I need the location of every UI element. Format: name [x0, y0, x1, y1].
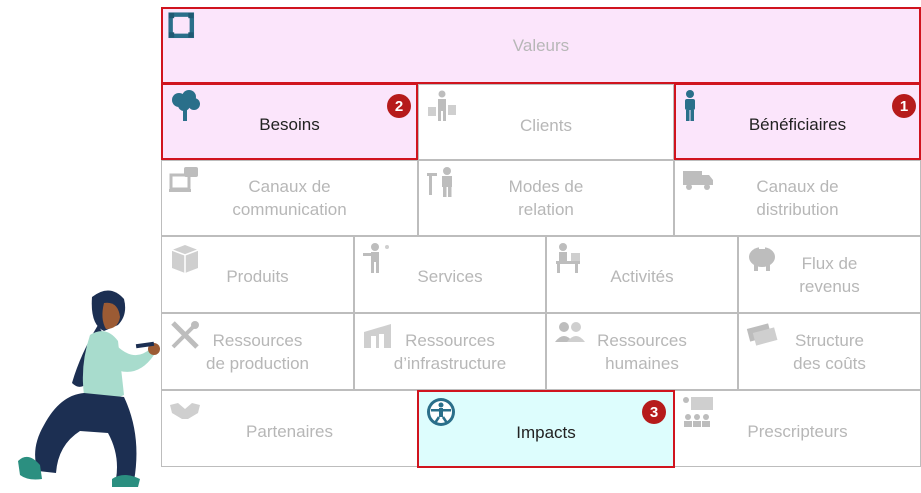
ressources-humaines-line2: humaines [605, 353, 679, 373]
cell-canaux-communication[interactable]: Canaux de communication [161, 160, 418, 236]
canaux-communication-line1: Canaux de [248, 177, 331, 196]
cell-impacts[interactable]: Impacts 3 [417, 390, 675, 468]
cell-structure-couts[interactable]: Structure des coûts [738, 313, 921, 390]
canaux-distribution-line2: distribution [756, 200, 839, 219]
building-icon [364, 324, 391, 348]
canaux-distribution-line1: Canaux de [756, 177, 839, 196]
people-icon [555, 322, 585, 342]
cell-partenaires[interactable]: Partenaires [161, 390, 418, 467]
activites-label: Activités [610, 267, 674, 286]
ressources-infrastructure-line2: d’infrastructure [393, 353, 507, 373]
modes-relation-line2: relation [518, 200, 574, 219]
cell-ressources-humaines[interactable]: Ressources humaines [546, 313, 738, 390]
ressources-production-line2: de production [205, 353, 310, 373]
cell-services[interactable]: Services [354, 236, 546, 313]
kneeling-woman-illustration [18, 290, 160, 487]
services-label: Services [417, 267, 483, 286]
cell-prescripteurs[interactable]: Prescripteurs [674, 390, 921, 467]
modes-relation-line1: Modes de [508, 177, 584, 196]
structure-couts-line2: des coûts [793, 353, 866, 373]
ressources-infrastructure-line1: Ressources [405, 330, 495, 350]
prescripteurs-label: Prescripteurs [747, 422, 848, 441]
ressources-production-line1: Ressources [212, 330, 303, 350]
cell-ressources-production[interactable]: Ressources de production [161, 313, 354, 390]
server-person-icon [363, 243, 389, 273]
cell-flux-revenus[interactable]: Flux de revenus [738, 236, 921, 313]
people-relation-icon [427, 167, 452, 197]
cell-canaux-distribution[interactable]: Canaux de distribution [674, 160, 921, 236]
cell-valeurs[interactable]: Valeurs [161, 7, 921, 84]
tools-icon [171, 321, 199, 349]
cell-beneficiaires[interactable]: Bénéficiaires 1 [674, 83, 921, 160]
handshake-icon [170, 403, 200, 419]
produits-label: Produits [226, 267, 289, 286]
piggy-bank-icon [749, 247, 775, 271]
beneficiaires-label: Bénéficiaires [748, 115, 847, 134]
chat-screen-icon [169, 167, 198, 192]
money-icon [746, 323, 778, 346]
badge-3: 3 [642, 400, 666, 424]
cell-ressources-infrastructure[interactable]: Ressources d’infrastructure [354, 313, 546, 390]
presentation-icon [683, 397, 713, 427]
impacts-label: Impacts [516, 422, 576, 442]
vitruvian-icon [427, 398, 455, 426]
besoins-label: Besoins [259, 115, 320, 134]
badge-1: 1 [892, 94, 916, 118]
box-icon [171, 245, 199, 273]
cell-modes-relation[interactable]: Modes de relation [418, 160, 674, 236]
truck-icon [683, 171, 713, 190]
clients-label: Clients [520, 115, 572, 135]
badge-2: 2 [387, 94, 411, 118]
shopper-icon [428, 90, 456, 121]
cell-besoins[interactable]: Besoins 2 [161, 83, 418, 160]
partenaires-label: Partenaires [246, 422, 333, 441]
valeurs-label: Valeurs [512, 36, 570, 55]
desk-worker-icon [556, 243, 580, 273]
tree-icon [172, 90, 200, 121]
cell-activites[interactable]: Activités [546, 236, 738, 313]
canaux-communication-line2: communication [232, 200, 347, 219]
cell-clients[interactable]: Clients [418, 84, 674, 160]
flux-revenus-line1: Flux de [801, 253, 858, 273]
cell-produits[interactable]: Produits [161, 236, 354, 313]
structure-couts-line1: Structure [795, 330, 864, 350]
hands-frame-icon [168, 12, 195, 39]
person-icon [685, 90, 695, 121]
ressources-humaines-line1: Ressources [597, 330, 687, 350]
flux-revenus-line2: revenus [799, 276, 860, 296]
